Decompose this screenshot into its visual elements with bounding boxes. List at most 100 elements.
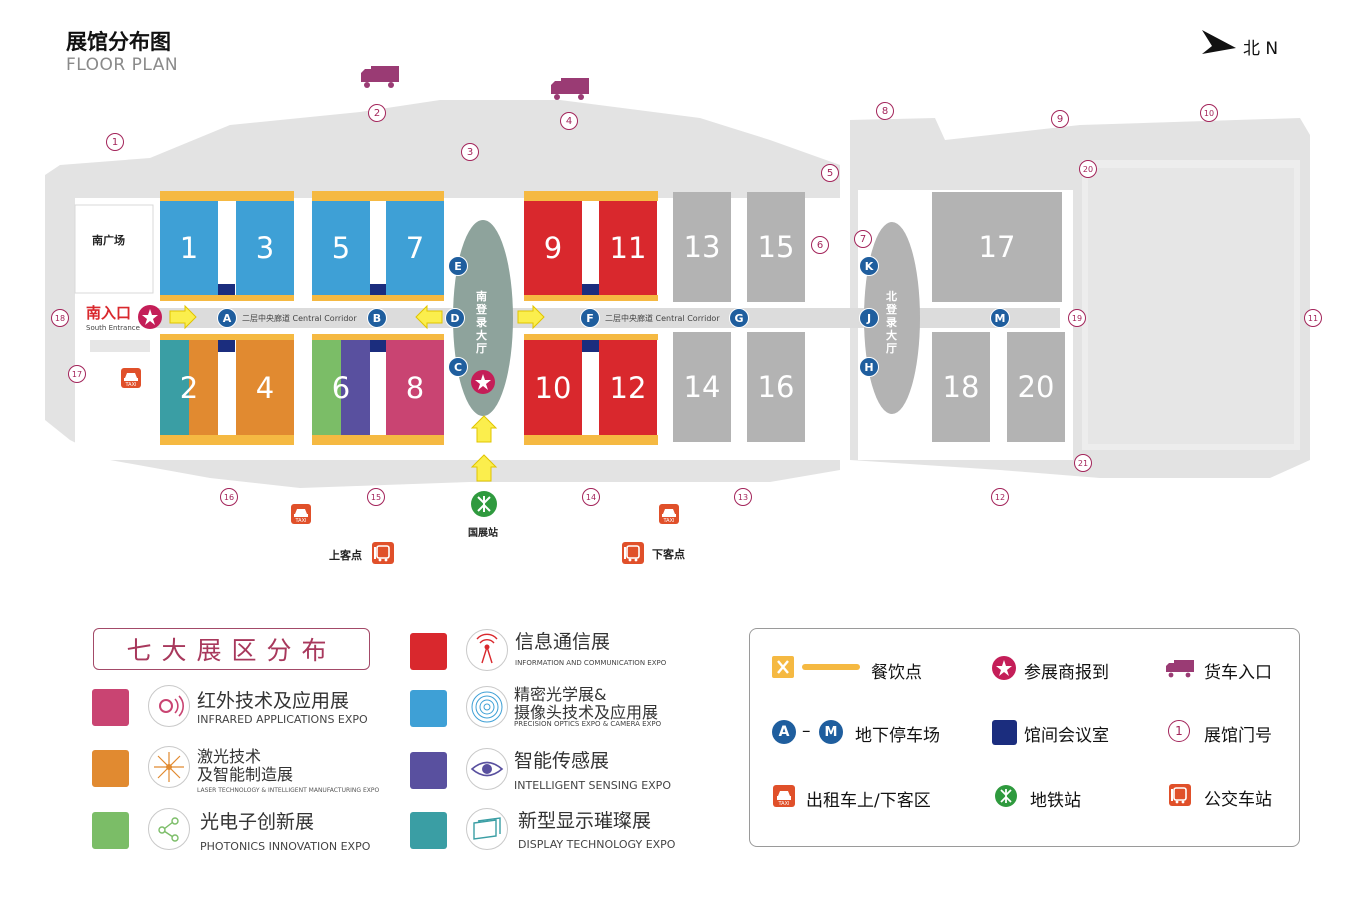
zone-swatch [92,750,129,787]
hall-number: 13 [683,230,721,264]
checkin-star-icon [138,305,162,329]
hall-3[interactable]: 3 [236,201,294,295]
gate-16[interactable]: 16 [220,488,238,506]
parking-marker-c[interactable]: C [448,357,468,377]
gate-21[interactable]: 21 [1074,454,1092,472]
bus-stop-icon [1169,784,1191,806]
parking-marker-j[interactable]: J [859,308,879,328]
corridor-label-right: 二层中央廊道 Central Corridor [605,314,720,323]
gate-2[interactable]: 2 [368,104,386,122]
checkin-star-icon [992,656,1016,680]
page-title: 展馆分布图 [66,30,171,54]
parking-marker-d[interactable]: D [445,308,465,328]
truck-icon [361,66,399,88]
svg-text:TAXI: TAXI [778,801,790,807]
taxi-label: TAXI [663,518,675,524]
parking-marker-a[interactable]: A [217,308,237,328]
parking-marker-b[interactable]: B [367,308,387,328]
zone-name-en: LASER TECHNOLOGY & INTELLIGENT MANUFACTU… [197,787,380,794]
parking-marker-m[interactable]: M [990,308,1010,328]
legend-gate: 展馆门号 [1204,726,1272,746]
compass: 北 N [1198,28,1288,62]
hall-number: 5 [331,231,351,265]
hall-10[interactable]: 10 [524,340,582,435]
hall-2[interactable]: 2 [160,340,218,435]
zone-name: 智能传感展 [514,750,610,772]
gate-3[interactable]: 3 [461,143,479,161]
parking-dash: – [802,721,811,741]
parking-marker-k[interactable]: K [859,256,879,276]
parking-marker-e[interactable]: E [448,256,468,276]
zone-swatch [410,690,447,727]
hall-7[interactable]: 7 [386,201,444,295]
gate-20[interactable]: 20 [1079,160,1097,178]
hall-9[interactable]: 9 [524,201,582,295]
hall-16[interactable]: 16 [747,332,805,442]
gate-number-icon: 1 [1168,720,1190,742]
metro-icon [995,785,1017,807]
gate-8[interactable]: 8 [876,102,894,120]
hall-8[interactable]: 8 [386,340,444,435]
hall-17[interactable]: 17 [932,192,1062,302]
hall-6-split [341,340,370,435]
hall-number: 18 [942,370,980,404]
gate-19[interactable]: 19 [1068,309,1086,327]
hall-4[interactable]: 4 [236,340,294,435]
corridor-label-left: 二层中央廊道 Central Corridor [242,314,357,323]
gate-17[interactable]: 17 [68,365,86,383]
hall-number: 17 [978,230,1016,264]
zone-name: 光电子创新展 [200,811,315,833]
gate-14[interactable]: 14 [582,488,600,506]
legend-taxi: 出租车上/下客区 [806,791,931,811]
hall-12[interactable]: 12 [599,340,657,435]
taxi-icon: TAXI [659,504,679,524]
hall-number: 20 [1017,370,1055,404]
gate-12[interactable]: 12 [991,488,1009,506]
zone-swatch [410,812,447,849]
hall-6[interactable]: 6 [312,340,370,435]
gate-11[interactable]: 11 [1304,309,1322,327]
zone-swatch [410,633,447,670]
parking-a-icon: A [772,720,796,744]
south-square-label: 南广场 [92,234,125,247]
lens-icon [466,686,508,728]
gate-7[interactable]: 7 [854,230,872,248]
legend-bus: 公交车站 [1204,790,1272,810]
parking-marker-h[interactable]: H [859,357,879,377]
zone-name-en: DISPLAY TECHNOLOGY EXPO [518,838,676,851]
hall-20[interactable]: 20 [1007,332,1065,442]
gate-5[interactable]: 5 [821,164,839,182]
hall-number: 7 [405,231,425,265]
gate-1[interactable]: 1 [106,133,124,151]
gate-9[interactable]: 9 [1051,110,1069,128]
hall-number: 12 [609,370,647,405]
taxi-label: TAXI [125,382,137,388]
hall-1[interactable]: 1 [160,201,218,295]
hall-11[interactable]: 11 [599,201,657,295]
parking-marker-g[interactable]: G [729,308,749,328]
zone-name: 红外技术及应用展 [197,690,350,712]
north-lobby-label: 北登录大厅 [886,290,897,355]
gate-6[interactable]: 6 [811,236,829,254]
gate-13[interactable]: 13 [734,488,752,506]
hall-number: 11 [609,231,647,265]
gate-15[interactable]: 15 [367,488,385,506]
hall-14[interactable]: 14 [673,332,731,442]
legend-catering: 餐饮点 [871,663,922,683]
parking-marker-f[interactable]: F [580,308,600,328]
zone-swatch [92,812,129,849]
taxi-icon: TAXI [291,504,311,524]
page-subtitle: FLOOR PLAN [66,55,179,75]
hall-18[interactable]: 18 [932,332,990,442]
hall-13[interactable]: 13 [673,192,731,302]
hall-5[interactable]: 5 [312,201,370,295]
legend-checkin: 参展商报到 [1024,663,1109,683]
bus-stop-icon [622,542,644,564]
zone-name: 新型显示璀璨展 [518,810,652,832]
gate-10[interactable]: 10 [1200,104,1218,122]
dropoff-label: 下客点 [652,548,685,561]
gate-18[interactable]: 18 [51,309,69,327]
hall-15[interactable]: 15 [747,192,805,302]
hall-number: 10 [534,370,572,405]
gate-4[interactable]: 4 [560,112,578,130]
